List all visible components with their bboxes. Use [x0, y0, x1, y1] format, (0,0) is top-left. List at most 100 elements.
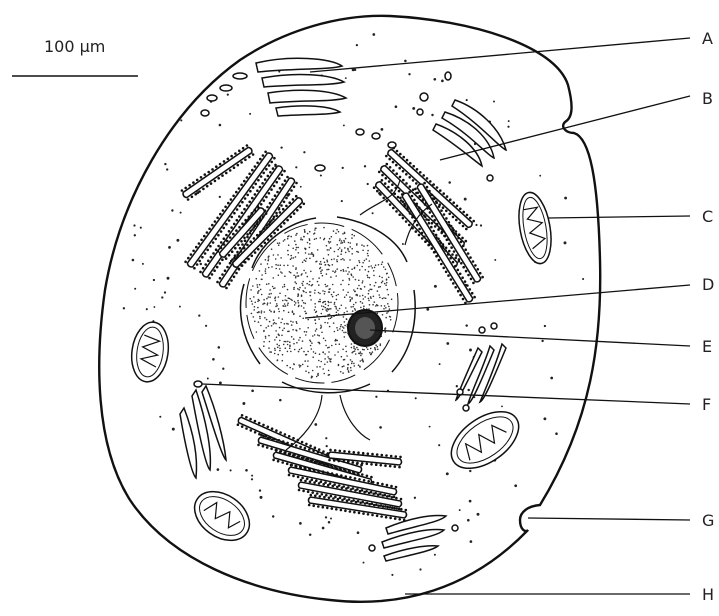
nucleoplasm-granule	[269, 289, 271, 291]
nucleoplasm-granule	[305, 370, 307, 372]
nucleoplasm-granule	[358, 353, 360, 355]
ribosome	[249, 240, 252, 243]
nucleoplasm-granule	[305, 252, 307, 254]
ribosome	[422, 174, 425, 177]
nucleoplasm-granule	[362, 262, 364, 264]
cytoplasm-granule	[123, 307, 125, 309]
ribosome	[432, 230, 435, 233]
nucleoplasm-granule	[268, 325, 270, 327]
nucleoplasm-granule	[293, 338, 295, 340]
ribosome	[376, 453, 379, 456]
ribosome	[392, 207, 395, 210]
ribosome	[384, 182, 387, 185]
ribosome	[430, 226, 433, 229]
nucleoplasm-granule	[350, 367, 352, 369]
ribosome	[191, 196, 194, 199]
ribosome	[260, 434, 263, 437]
cytoplasm-granule	[325, 437, 327, 439]
ribosome	[222, 209, 225, 212]
nucleoplasm-granule	[318, 301, 320, 303]
nucleoplasm-granule	[314, 292, 316, 294]
ribosome	[384, 464, 387, 467]
nucleoplasm-granule	[363, 298, 365, 300]
nucleoplasm-granule	[370, 297, 372, 299]
ribosome	[406, 159, 409, 162]
ribosome	[243, 180, 246, 183]
nucleoplasm-granule	[307, 242, 309, 244]
nucleoplasm-granule	[321, 269, 323, 271]
ribosome	[382, 197, 385, 200]
nucleoplasm-granule	[297, 288, 299, 290]
nucleoplasm-granule	[320, 361, 322, 363]
ribosome	[265, 435, 268, 438]
ribosome	[283, 222, 286, 225]
ribosome	[238, 187, 241, 190]
ribosome	[255, 223, 258, 226]
nucleoplasm-granule	[331, 316, 333, 318]
nucleoplasm-granule	[372, 304, 374, 306]
ribosome	[301, 441, 304, 444]
cytoplasm-granule	[480, 224, 482, 226]
ribosome	[259, 231, 262, 234]
ribosome	[262, 154, 265, 157]
ribosome	[381, 483, 384, 486]
ribosome	[367, 452, 370, 455]
ribosome	[461, 237, 464, 240]
ribosome	[452, 216, 455, 219]
nucleoplasm-granule	[354, 365, 356, 367]
ribosome	[240, 161, 243, 164]
ribosome	[313, 469, 316, 472]
ribosome	[387, 186, 390, 189]
nucleoplasm-granule	[307, 366, 309, 368]
nucleoplasm-granule	[269, 293, 271, 295]
ribosome	[321, 493, 324, 496]
ribosome	[275, 212, 278, 215]
nucleoplasm-granule	[321, 313, 323, 315]
ribosome	[326, 471, 329, 474]
cytoplasm-granule	[176, 239, 179, 242]
ribosome	[248, 201, 251, 204]
ribosome	[395, 172, 398, 175]
ribosome	[440, 209, 443, 212]
nucleoplasm-granule	[304, 230, 306, 232]
nucleoplasm-granule	[303, 302, 305, 304]
ribosome	[308, 468, 311, 471]
ribosome	[254, 209, 257, 212]
nucleoplasm-granule	[253, 309, 255, 311]
nucleoplasm-granule	[311, 252, 313, 254]
ribosome	[445, 271, 448, 274]
nucleoplasm-granule	[287, 238, 289, 240]
ribosome	[242, 147, 245, 150]
ribosome	[241, 212, 244, 215]
nucleoplasm-granule	[374, 267, 376, 269]
nucleoplasm-granule	[309, 247, 311, 249]
nucleoplasm-granule	[374, 348, 376, 350]
nucleoplasm-granule	[362, 280, 364, 282]
ribosome	[429, 211, 432, 214]
nucleoplasm-granule	[311, 348, 313, 350]
ribosome	[361, 462, 364, 465]
nucleoplasm-granule	[386, 312, 388, 314]
nucleoplasm-granule	[311, 377, 313, 379]
labels: A B C D E F G H	[702, 29, 714, 604]
ribosome	[373, 186, 376, 189]
nucleoplasm-granule	[386, 278, 388, 280]
cytoplasm-granule	[446, 342, 449, 345]
ribosome	[254, 183, 257, 186]
ribosome	[443, 235, 446, 238]
nucleoplasm-granule	[306, 331, 308, 333]
nucleoplasm-granule	[275, 323, 277, 325]
ribosome	[194, 193, 197, 196]
nucleoplasm-granule	[324, 301, 326, 303]
nucleoplasm-granule	[291, 257, 293, 259]
ribosome	[181, 189, 184, 192]
nucleoplasm-granule	[304, 287, 306, 289]
ribosome	[211, 168, 214, 171]
nucleoplasm-granule	[356, 294, 358, 296]
ribosome	[246, 176, 249, 179]
nucleoplasm-granule	[383, 266, 385, 268]
nucleoplasm-granule	[362, 358, 364, 360]
ribosome	[448, 213, 451, 216]
nucleoplasm-granule	[313, 351, 315, 353]
nucleoplasm-granule	[336, 259, 338, 261]
